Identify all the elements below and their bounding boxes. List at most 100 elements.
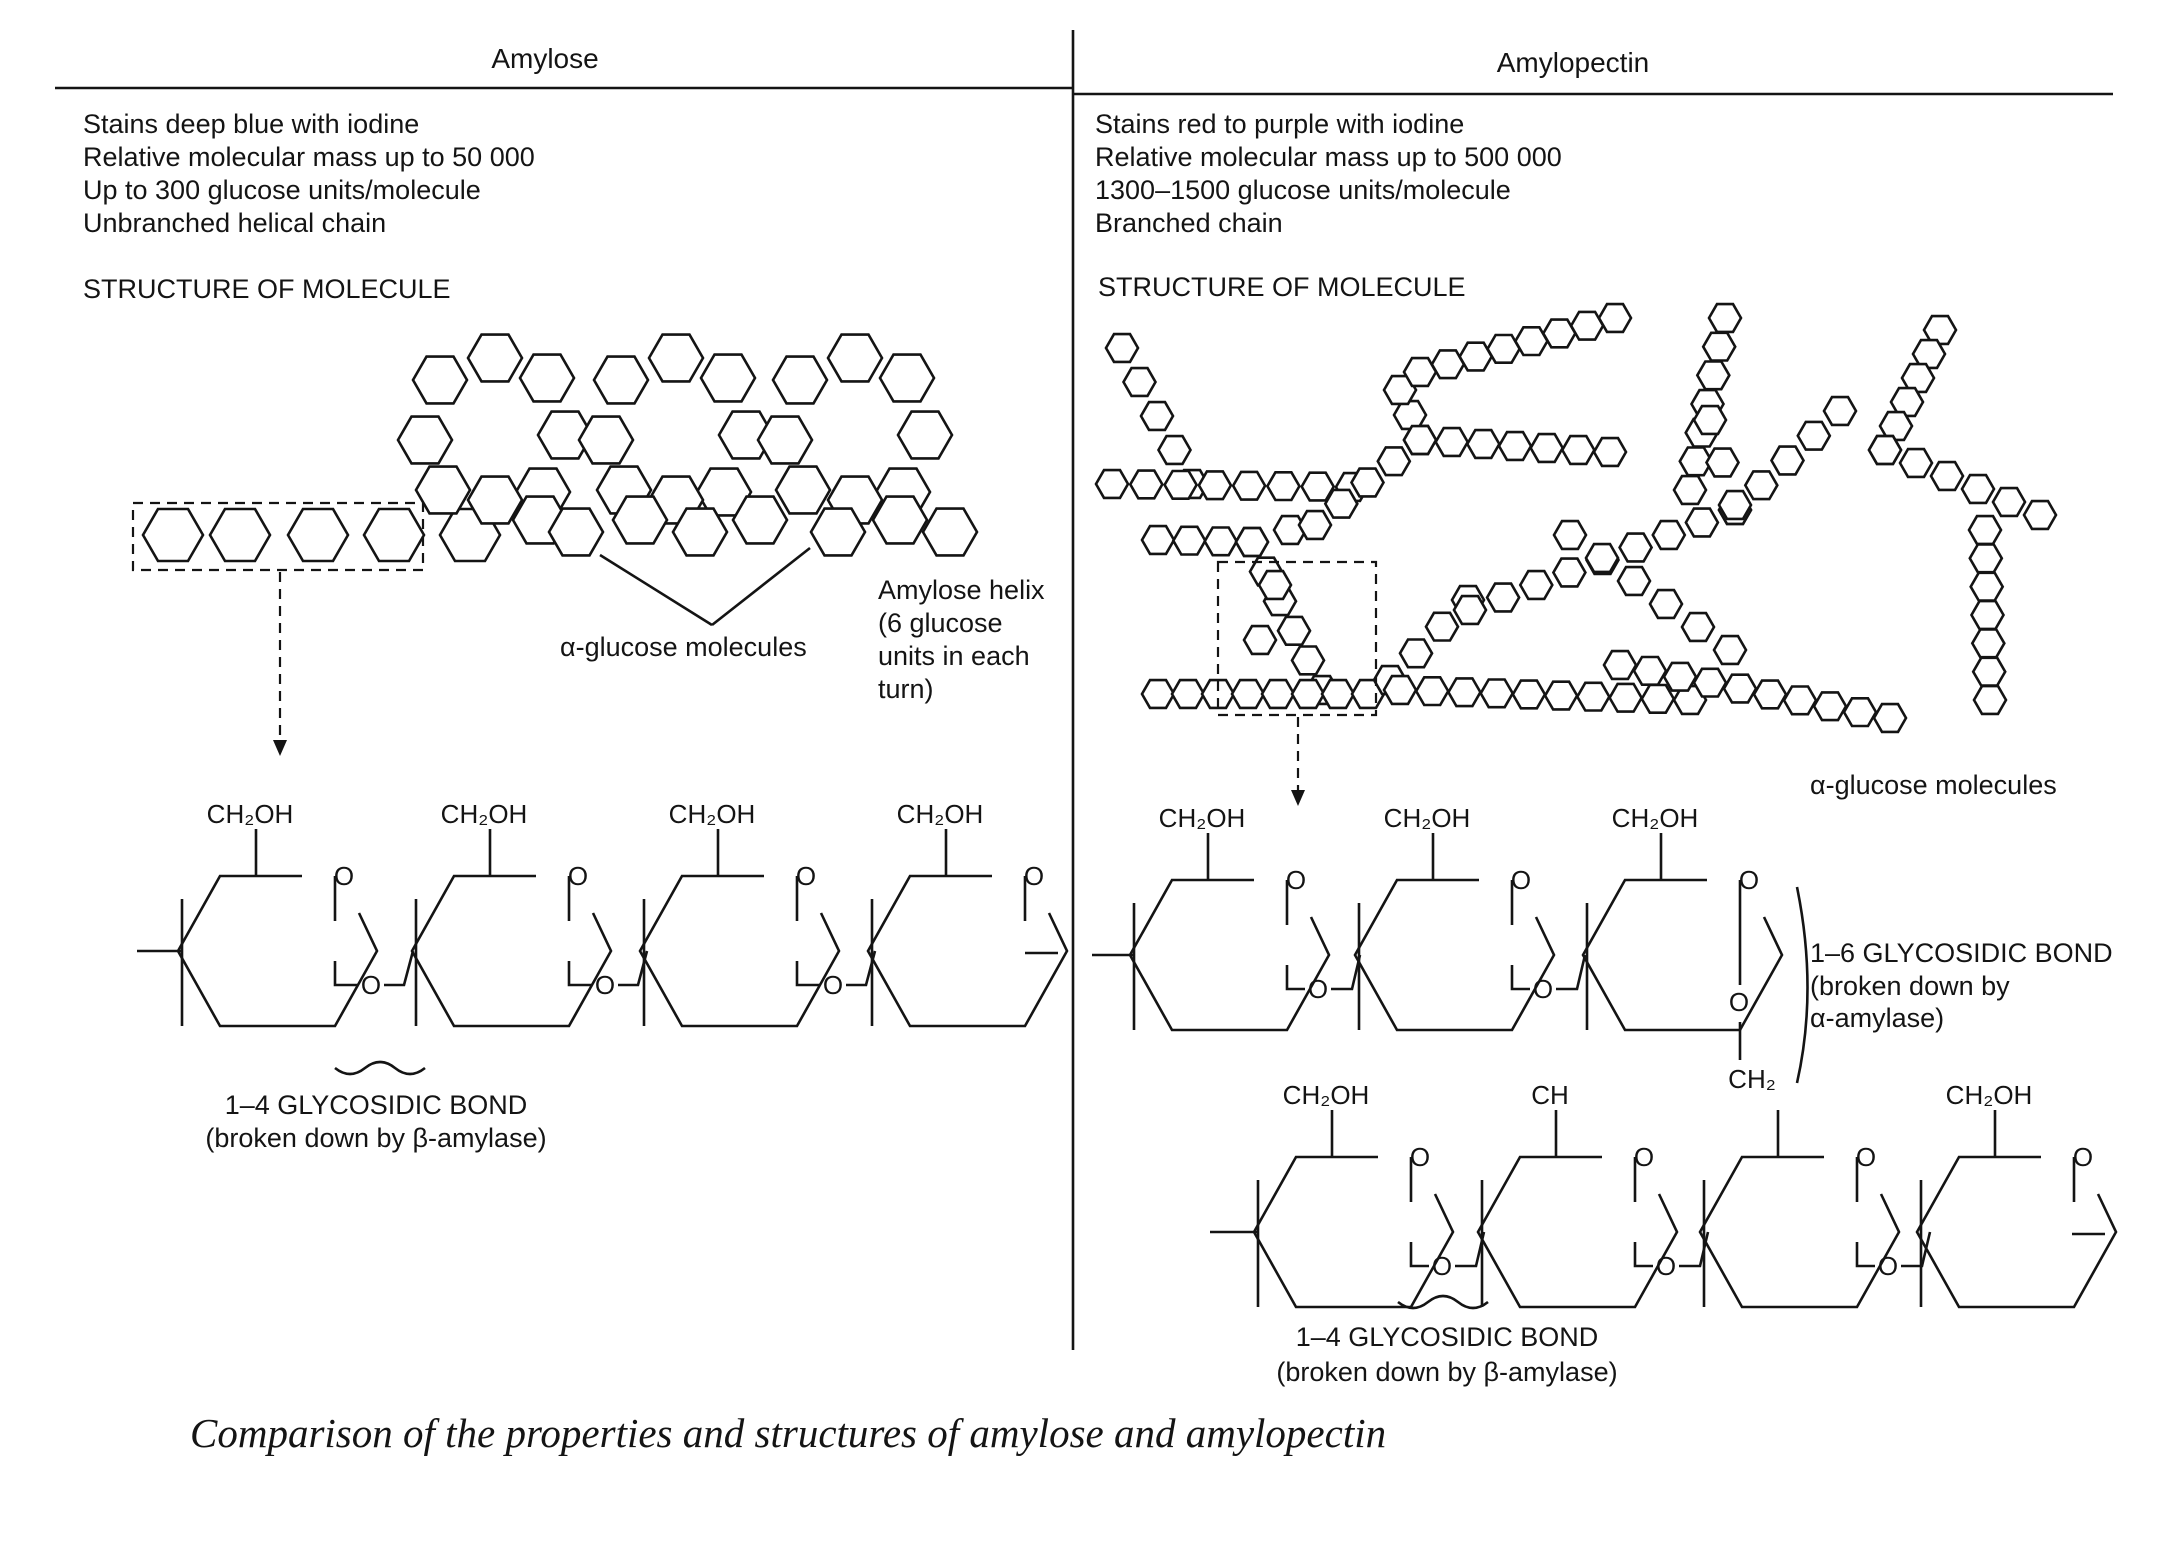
- glucose-hexagon: [731, 495, 789, 545]
- glycosidic-oxygen: O: [1308, 974, 1328, 1004]
- glucose-hexagon: [1929, 460, 1965, 492]
- glucose-hexagon: [717, 410, 775, 460]
- amylose-property: Unbranched helical chain: [83, 208, 386, 238]
- glucose-hexagon: [362, 507, 426, 563]
- branch-oxygen: O: [1729, 987, 1749, 1017]
- amylose-bond-note: (broken down by β-amylase): [205, 1123, 546, 1153]
- amylose-glucose-ch2oh: CH₂OH: [441, 799, 528, 829]
- glycosidic-oxygen: O: [361, 970, 381, 1000]
- glucose-hexagon: [1889, 386, 1925, 418]
- glucose-hexagon: [1382, 674, 1418, 706]
- glycosidic-oxygen: O: [1656, 1251, 1676, 1281]
- glucose-hexagon: [1300, 471, 1336, 502]
- glucose-hexagon: [1822, 395, 1858, 427]
- amylose-bond-label: 1–4 GLYCOSIDIC BOND: [225, 1090, 528, 1120]
- glucose-hexagon: [1969, 571, 2005, 602]
- glucose-hexagon: [1575, 681, 1611, 712]
- glucose-hexagon: [1203, 526, 1239, 557]
- glucose-hexagon: [1597, 302, 1633, 334]
- amylopectin-bond-label: 1–4 GLYCOSIDIC BOND: [1296, 1322, 1599, 1352]
- amylopectin-property: Relative molecular mass up to 500 000: [1095, 142, 1562, 172]
- glucose-hexagon: [286, 507, 350, 563]
- glycosidic-oxygen: O: [1878, 1251, 1898, 1281]
- figure-caption: Comparison of the properties and structu…: [190, 1410, 1386, 1456]
- amylopectin-glucose-ch2oh: CH₂OH: [1946, 1080, 2033, 1110]
- glucose-hexagon: [1678, 446, 1714, 477]
- glucose-hexagon: [466, 475, 524, 525]
- glycosidic-link: [1633, 1242, 1653, 1268]
- amylopectin-glucose-ring-oxygen: O: [1410, 1142, 1430, 1172]
- amylose-glucose-ring: [410, 874, 613, 1028]
- amylopectin-property: 1300–1500 glucose units/molecule: [1095, 175, 1511, 205]
- glucose-hexagon: [1430, 349, 1466, 380]
- glucose-hexagon: [1128, 469, 1164, 500]
- glucose-hexagon: [1122, 366, 1157, 398]
- amylose-glucose-ch2oh: CH₂OH: [897, 799, 984, 829]
- glucose-hexagon: [1230, 678, 1266, 710]
- amylopectin-glucose-ring: [1252, 1155, 1455, 1309]
- amylopectin-glucose-ch2oh: CH₂OH: [1384, 803, 1471, 833]
- glucose-hexagon: [1616, 565, 1652, 597]
- glucose-hexagon: [1414, 675, 1450, 707]
- branch-ch2: CH₂: [1728, 1064, 1776, 1094]
- glucose-hexagon: [1257, 569, 1293, 601]
- glucose-hexagon: [1260, 678, 1296, 710]
- amylopectin-glucose-ring-oxygen: O: [2073, 1142, 2093, 1172]
- glucose-hexagon: [1551, 557, 1587, 588]
- glucose-hexagon: [1513, 325, 1549, 357]
- amylopectin-property: Branched chain: [1095, 208, 1283, 238]
- glycosidic-oxygen: O: [595, 970, 615, 1000]
- amylopectin-glucose-ring: [1581, 878, 1784, 1032]
- glucose-hexagon: [1692, 404, 1728, 436]
- amylose-glucose-ring-oxygen: O: [568, 861, 588, 891]
- amylopectin-glucose-ch2oh: CH₂OH: [1283, 1080, 1370, 1110]
- glucose-hexagon: [1701, 331, 1737, 362]
- glucose-hexagon: [1518, 569, 1554, 601]
- amylose-property: Up to 300 glucose units/molecule: [83, 175, 481, 205]
- amylose-glucose-ch2oh: CH₂OH: [207, 799, 294, 829]
- glucose-hexagon: [577, 415, 635, 465]
- glucose-hexagon: [1971, 656, 2007, 687]
- glucose-hexagon: [1960, 473, 1996, 505]
- glucose-hexagon: [1898, 447, 1934, 479]
- glucose-hexagon: [1424, 611, 1460, 642]
- glucose-hexagon: [1552, 519, 1588, 551]
- glucose-hexagon: [1529, 432, 1565, 464]
- glucose-hexagon: [1695, 360, 1731, 391]
- amylopectin-properties: Stains red to purple with iodine Relativ…: [1095, 109, 1562, 238]
- glycosidic-link: [384, 950, 415, 987]
- glucose-hexagon: [1392, 399, 1428, 431]
- glucose-hexagon: [208, 507, 272, 563]
- glucose-hexagon: [1722, 673, 1758, 704]
- glucose-hexagon: [1541, 318, 1577, 349]
- glucose-hexagon: [1200, 678, 1236, 710]
- amylose-pointer-arrowhead: [273, 740, 287, 756]
- glucose-hexagon: [1376, 446, 1412, 477]
- amylose-helix-drawing: [141, 333, 979, 563]
- glucose-hexagon: [1104, 332, 1140, 364]
- glucose-hexagon: [1350, 467, 1385, 498]
- glucose-hexagon: [671, 507, 729, 557]
- glucose-hexagon: [1197, 470, 1233, 501]
- amylopectin-glucose-ring: [1698, 1155, 1901, 1309]
- glucose-hexagon: [1705, 447, 1740, 478]
- amylopectin-glucose-ring: [1353, 878, 1556, 1032]
- glucose-hexagon: [592, 355, 650, 405]
- amylopectin-glucose-ring-oxygen: O: [1856, 1142, 1876, 1172]
- glucose-hexagon: [1743, 470, 1779, 501]
- amylose-header: Amylose: [491, 43, 598, 74]
- glucose-hexagon: [1543, 680, 1579, 711]
- amylose-selection-box: [131, 501, 425, 572]
- amylopectin-glucose-ring: [1915, 1155, 2118, 1309]
- glucose-hexagon: [1967, 514, 2003, 546]
- glycosidic-link: [1855, 1242, 1875, 1268]
- amylose-glucose-ring: [866, 874, 1069, 1028]
- amylose-glucose-ring-oxygen: O: [334, 861, 354, 891]
- amylopectin-glucose-ring-oxygen: O: [1511, 865, 1531, 895]
- amylopectin-glucose-ring: [1128, 878, 1331, 1032]
- glucose-hexagon: [1712, 634, 1748, 666]
- glucose-hexagon: [1608, 682, 1644, 713]
- branch-bond-label: 1–6 GLYCOSIDIC BOND: [1810, 938, 2113, 968]
- glucose-hexagon: [1970, 628, 2006, 659]
